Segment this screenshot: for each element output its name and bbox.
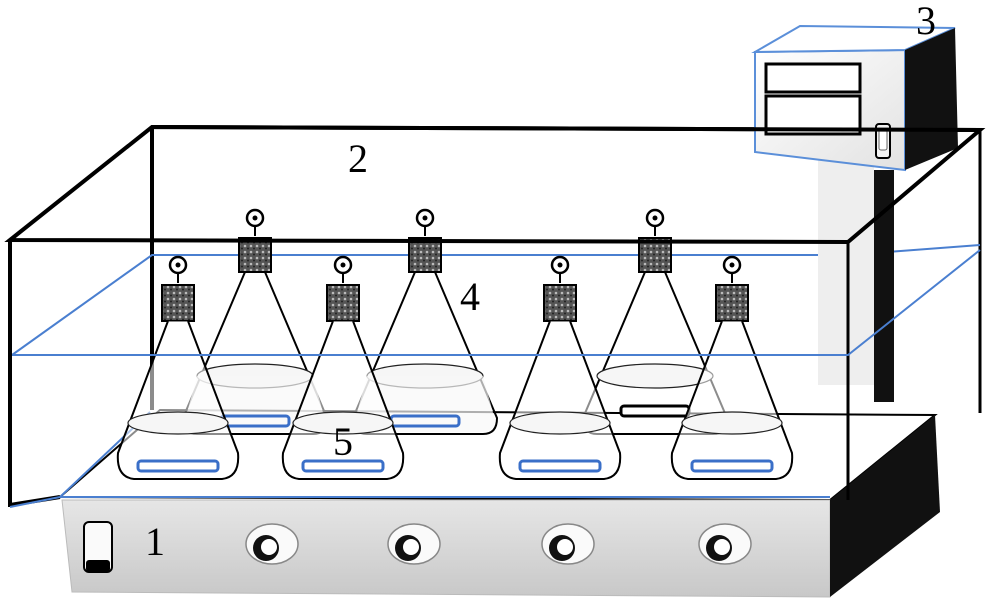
temperature-controller bbox=[751, 24, 958, 402]
label-stir-bar: 5 bbox=[333, 419, 353, 464]
stir-bar bbox=[136, 459, 220, 473]
stir-bar bbox=[690, 459, 774, 473]
flask bbox=[116, 255, 240, 480]
label-flask: 4 bbox=[460, 274, 480, 319]
flask bbox=[498, 255, 622, 480]
stirrer-knob bbox=[541, 523, 595, 565]
label-controller: 3 bbox=[916, 0, 936, 43]
flask bbox=[281, 255, 405, 480]
controller-display-top bbox=[764, 62, 862, 94]
stirrer-knob bbox=[698, 523, 752, 565]
stirrer-knob bbox=[387, 523, 441, 565]
flasks bbox=[116, 208, 794, 480]
label-stirrer-base: 1 bbox=[145, 519, 165, 564]
stir-bar bbox=[301, 459, 385, 473]
flask bbox=[670, 255, 794, 480]
stirrer-knob bbox=[245, 523, 299, 565]
water-bath-front bbox=[4, 124, 986, 508]
magnetic-stirrer-base bbox=[57, 408, 940, 598]
label-water-bath: 2 bbox=[348, 136, 368, 181]
stirrer-knobs bbox=[245, 523, 752, 565]
stir-bar bbox=[518, 459, 602, 473]
